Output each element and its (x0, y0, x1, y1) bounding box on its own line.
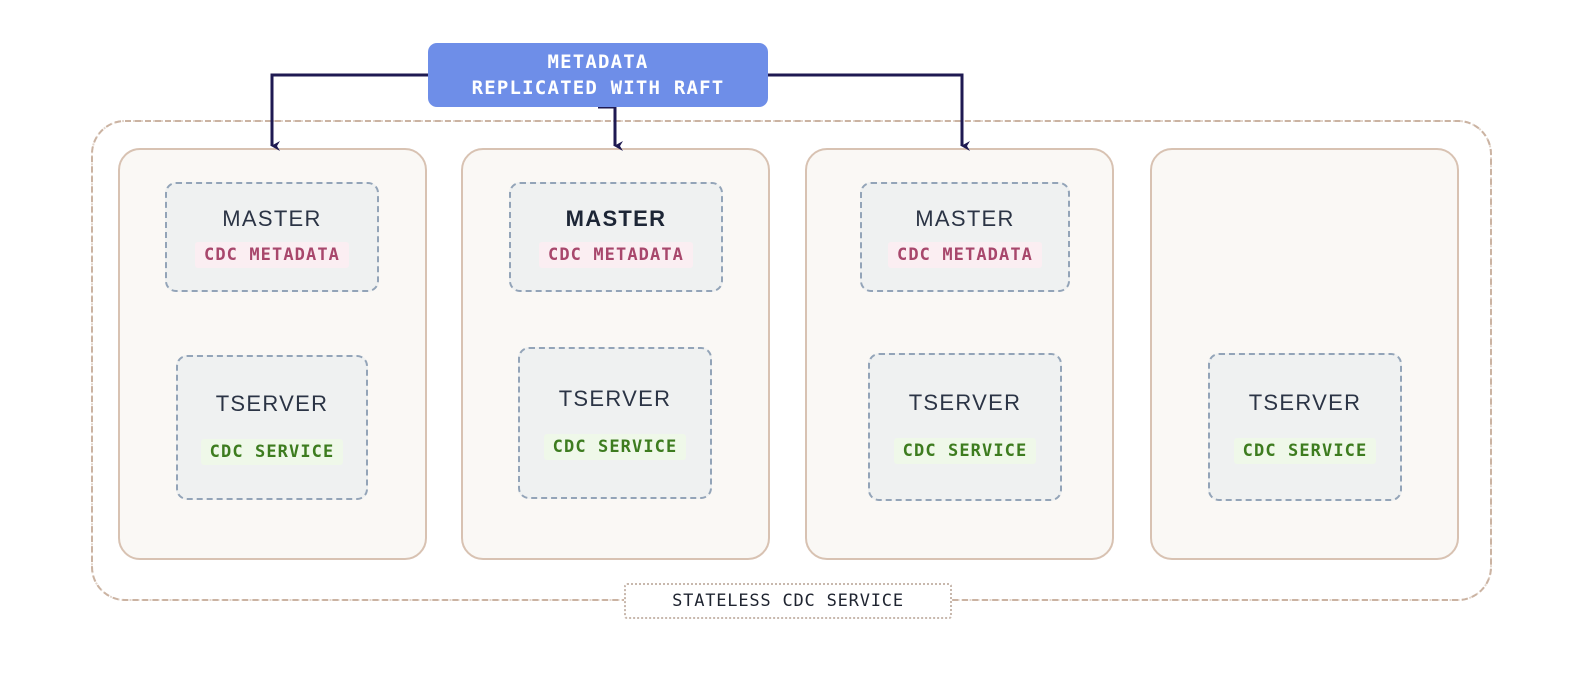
node-1-master-box: MASTER CDC METADATA (165, 182, 379, 292)
metadata-raft-box: METADATA REPLICATED WITH RAFT (428, 43, 768, 107)
node-3-master-title: MASTER (915, 206, 1015, 231)
node-1-tserver-title: TSERVER (215, 390, 329, 416)
node-2-tserver-title: TSERVER (558, 386, 672, 411)
node-2-tserver-box: TSERVER CDC SERVICE (518, 347, 712, 499)
node-1-tserver-box: TSERVER CDC SERVICE (176, 355, 368, 500)
node-4-tserver-box: TSERVER CDC SERVICE (1208, 353, 1402, 501)
node-2-cdc-service-badge: CDC SERVICE (543, 434, 687, 460)
node-3-cdc-service-badge: CDC SERVICE (893, 438, 1037, 464)
node-4-tserver-title: TSERVER (1248, 390, 1362, 415)
node-3-cdc-metadata-badge: CDC METADATA (887, 242, 1043, 268)
node-2-master-title: MASTER (565, 206, 667, 231)
stateless-cdc-service-label: STATELESS CDC SERVICE (624, 583, 952, 619)
node-4-cdc-service-badge: CDC SERVICE (1233, 438, 1377, 464)
node-3-master-box: MASTER CDC METADATA (860, 182, 1070, 292)
node-1-cdc-metadata-badge: CDC METADATA (194, 242, 350, 268)
node-1-cdc-service-badge: CDC SERVICE (200, 438, 344, 465)
metadata-title-line-2: REPLICATED WITH RAFT (471, 77, 725, 99)
node-2-master-box: MASTER CDC METADATA (509, 182, 723, 292)
stateless-cdc-service-label-text: STATELESS CDC SERVICE (672, 591, 904, 611)
metadata-title-line-1: METADATA (547, 51, 649, 73)
node-2-cdc-metadata-badge: CDC METADATA (538, 242, 694, 268)
node-3-tserver-box: TSERVER CDC SERVICE (868, 353, 1062, 501)
node-1-master-title: MASTER (222, 206, 322, 231)
node-3-tserver-title: TSERVER (908, 390, 1022, 415)
